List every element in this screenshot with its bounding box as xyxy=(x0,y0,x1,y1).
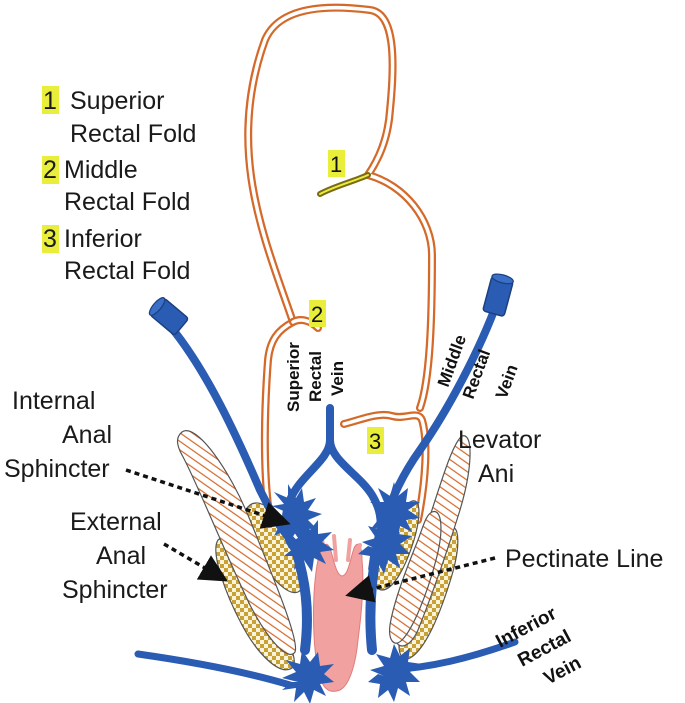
internal-sphincter-label-line3: Sphincter xyxy=(4,455,110,483)
external-sphincter-label: External Anal Sphincter xyxy=(62,508,168,604)
fold-marker-2: 2 xyxy=(311,302,323,327)
external-sphincter-pointer xyxy=(163,542,229,582)
internal-sphincter-label-line1: Internal xyxy=(12,387,95,415)
pectinate-line-pointer xyxy=(345,556,496,603)
right-vein-cut-end xyxy=(482,273,514,317)
internal-sphincter-label: Internal Anal Sphincter xyxy=(4,387,112,483)
legend-item-1-line1: Superior xyxy=(70,87,165,115)
legend-item-2-number-highlight xyxy=(42,156,59,184)
fold-marker-3-highlight xyxy=(367,427,384,454)
legend-item-3-number: 3 xyxy=(43,225,57,253)
superior-rectal-vein-label-line3: Vein xyxy=(328,361,347,396)
fold-marker-1-highlight xyxy=(328,150,345,177)
legend-item-2-number: 2 xyxy=(43,156,57,184)
legend-item-1-number-highlight xyxy=(42,86,59,114)
legend-item-2-line1: Middle xyxy=(64,156,138,184)
inferior-rectal-vein-label: Inferior Rectal Vein xyxy=(492,603,584,690)
veins xyxy=(134,273,519,703)
pectinate-line-label: Pectinate Line xyxy=(505,545,663,573)
rectum-wall xyxy=(244,3,437,524)
legend-item-2-line2: Rectal Fold xyxy=(64,188,190,216)
internal-sphincter-label-line2: Anal xyxy=(62,421,112,449)
legend-item-3-number-highlight xyxy=(42,225,59,253)
legend-item-3-line1: Inferior xyxy=(64,225,142,253)
fold-marker-2-highlight xyxy=(309,300,326,327)
external-sphincter-label-line3: Sphincter xyxy=(62,576,168,604)
levator-ani-label-line1: Levator xyxy=(458,426,541,454)
fold-markers: 1 2 3 xyxy=(309,150,384,454)
external-sphincter-label-line2: Anal xyxy=(96,542,146,570)
fold-marker-1: 1 xyxy=(330,152,342,177)
fold-marker-3: 3 xyxy=(369,429,381,454)
superior-rectal-vein-label-line1: Superior xyxy=(284,342,303,412)
superior-rectal-vein-label-line2: Rectal xyxy=(306,351,325,402)
internal-sphincter-pointer xyxy=(125,468,291,529)
legend-item-1-number: 1 xyxy=(43,87,57,115)
legend: 1 Superior Rectal Fold 2 Middle Rectal F… xyxy=(42,86,196,285)
middle-rectal-vein-label-line3: Vein xyxy=(492,362,522,401)
legend-item-1-line2: Rectal Fold xyxy=(70,120,196,148)
legend-item-3-line2: Rectal Fold xyxy=(64,257,190,285)
left-vein-cut-end xyxy=(148,297,189,336)
levator-ani-label-line2: Ani xyxy=(478,460,514,488)
superior-rectal-vein-label: Superior Rectal Vein xyxy=(284,342,347,412)
internal-anal-sphincter xyxy=(176,430,297,655)
external-sphincter-label-line1: External xyxy=(70,508,162,536)
levator-ani-label: Levator Ani xyxy=(458,426,541,488)
